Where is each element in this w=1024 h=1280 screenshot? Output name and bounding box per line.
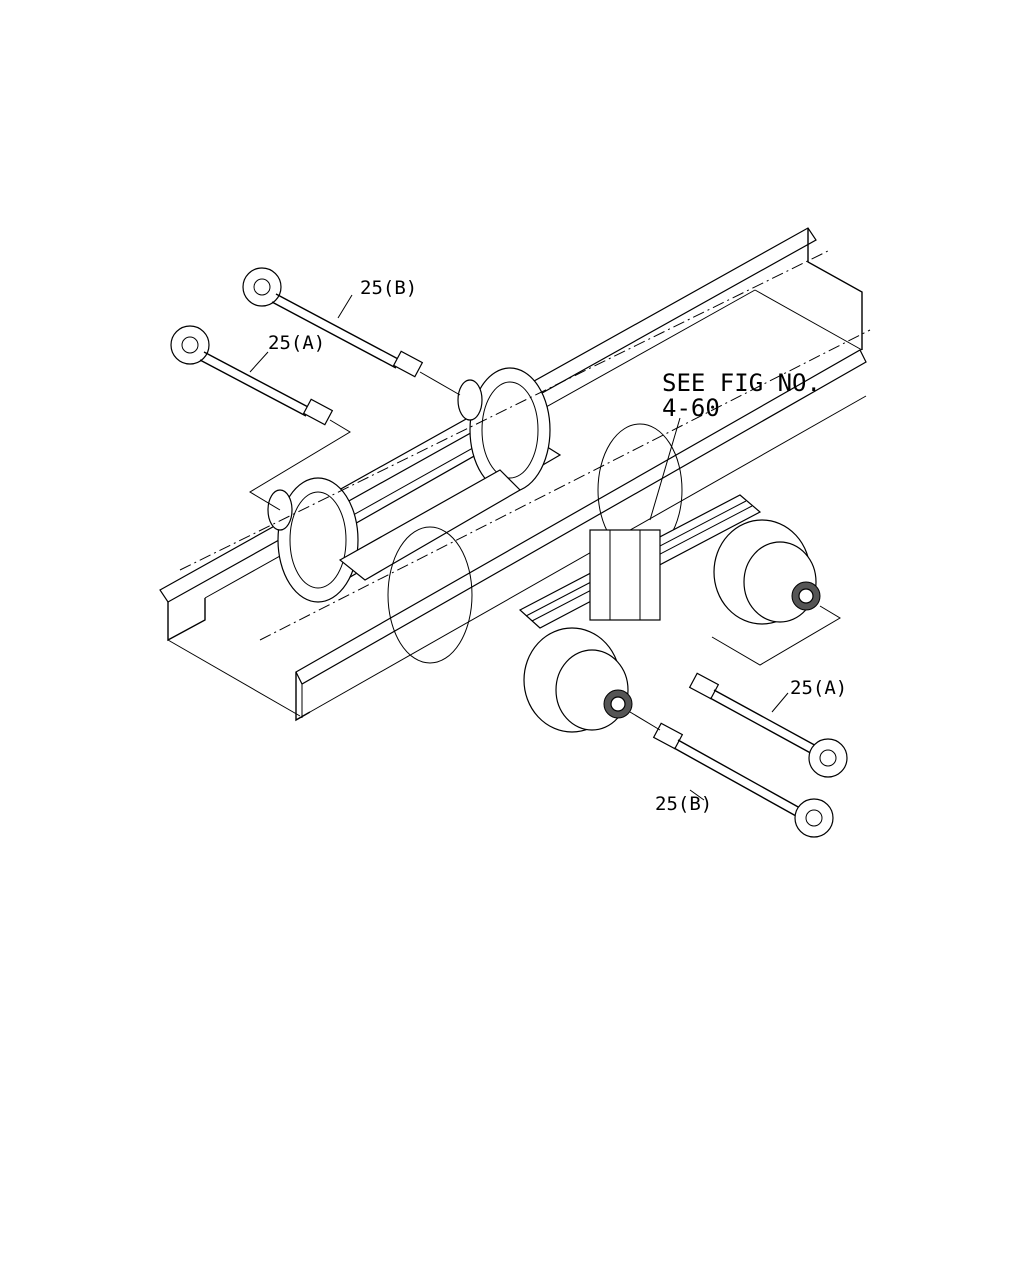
leader-lines — [249, 294, 789, 801]
callout-shaft-upper-a: 25(A) — [268, 332, 325, 354]
axle-shaft-lower-b — [629, 711, 834, 838]
axle-shaft-upper-a — [170, 325, 351, 511]
callout-shaft-lower-b: 25(B) — [655, 793, 712, 815]
axle-shaft-lower-a — [688, 605, 848, 778]
callout-shaft-lower-a: 25(A) — [790, 677, 847, 699]
front-axle-housing — [338, 469, 821, 733]
callout-see-fig-line2: 4-60 — [662, 394, 720, 422]
rear-axle-housing — [267, 367, 683, 603]
leaf-spring — [518, 494, 762, 629]
callout-shaft-upper-b: 25(B) — [360, 277, 417, 299]
axle-shaft-upper-b — [242, 267, 461, 396]
centre-lines — [179, 249, 871, 641]
callout-see-fig-line1: SEE FIG NO. — [662, 369, 821, 397]
